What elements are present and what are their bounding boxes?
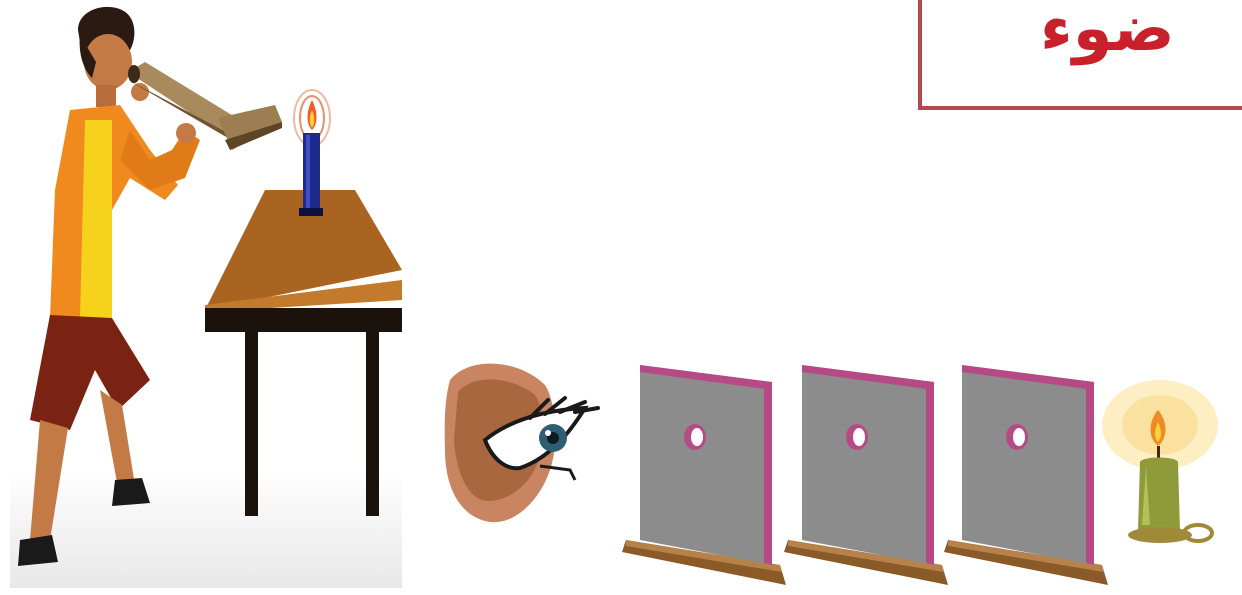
pierced-screen-3 [944,365,1108,585]
pierced-screen-1 [622,365,786,585]
pierced-screen-2 [784,365,948,585]
green-candle [1102,380,1218,543]
eye [445,364,598,523]
bent-tube-viewer [128,62,282,150]
table [205,190,402,516]
